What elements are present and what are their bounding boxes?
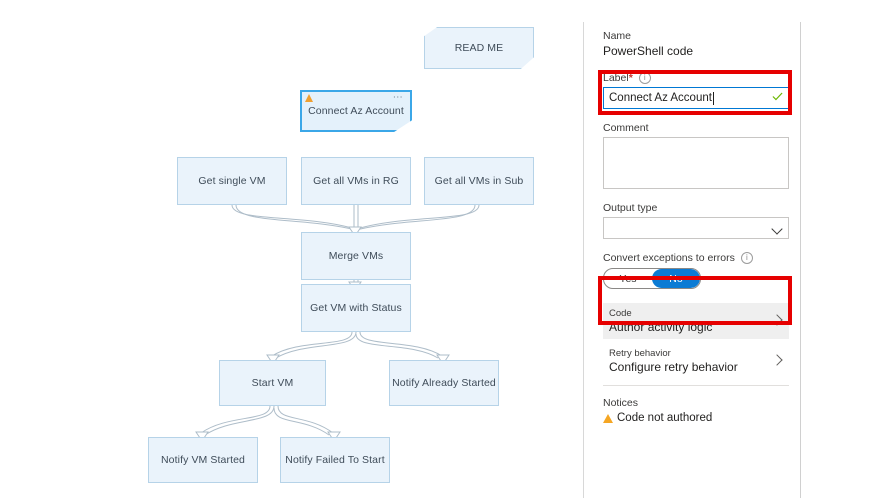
chevron-right-icon bbox=[771, 354, 783, 367]
label-input-value: Connect Az Account bbox=[609, 92, 712, 105]
valid-checkmark-icon bbox=[772, 92, 783, 101]
output-type-dropdown[interactable] bbox=[603, 217, 789, 240]
convert-exceptions-label: Convert exceptions to errors i bbox=[603, 252, 789, 265]
node-label: Get all VMs in RG bbox=[313, 174, 399, 187]
node-label: Merge VMs bbox=[328, 249, 384, 262]
label-input[interactable]: Connect Az Account bbox=[603, 87, 789, 110]
required-asterisk: * bbox=[628, 72, 633, 84]
convert-exceptions-caption: Convert exceptions to errors bbox=[603, 252, 735, 265]
text-caret bbox=[712, 91, 714, 105]
node-label: Get single VM bbox=[198, 174, 266, 187]
node-label: Notify VM Started bbox=[161, 453, 245, 466]
node-label: READ ME bbox=[454, 41, 504, 54]
panel-scrollbar[interactable] bbox=[800, 22, 801, 498]
workflow-node-notify-vm-started[interactable]: Notify VM Started bbox=[148, 437, 258, 483]
label-field-label: Label* i bbox=[603, 72, 789, 85]
label-field-caption: Label bbox=[603, 72, 629, 84]
node-more-options-icon[interactable]: ⋯ bbox=[392, 92, 404, 103]
workflow-node-read-me[interactable]: READ ME bbox=[424, 27, 534, 69]
workflow-node-get-single-vm[interactable]: Get single VM bbox=[177, 157, 287, 205]
node-label: Connect Az Account bbox=[308, 104, 404, 117]
chevron-down-icon bbox=[771, 223, 783, 235]
notice-item: Code not authored bbox=[603, 412, 789, 424]
workflow-node-merge-vms[interactable]: Merge VMs bbox=[301, 232, 411, 280]
toggle-option-yes[interactable]: Yes bbox=[619, 272, 637, 285]
connector-layer bbox=[195, 204, 480, 442]
code-caption: Code bbox=[609, 308, 632, 320]
toggle-option-no[interactable]: No bbox=[652, 269, 700, 289]
node-label: Notify Failed To Start bbox=[285, 453, 385, 466]
convert-exceptions-toggle[interactable]: Yes No bbox=[603, 268, 701, 290]
code-action-label: Author activity logic bbox=[609, 320, 713, 335]
comment-label: Comment bbox=[603, 122, 649, 135]
warning-triangle-icon bbox=[305, 94, 313, 102]
properties-panel: Name PowerShell code Label* i Connect Az… bbox=[583, 0, 886, 498]
workflow-node-get-all-vms-in-rg[interactable]: Get all VMs in RG bbox=[301, 157, 411, 205]
workflow-node-notify-already-started[interactable]: Notify Already Started bbox=[389, 360, 499, 406]
node-label: Start VM bbox=[251, 376, 294, 389]
retry-caption: Retry behavior bbox=[609, 348, 671, 360]
comment-textarea[interactable] bbox=[603, 137, 789, 190]
workflow-node-notify-failed-to-start[interactable]: Notify Failed To Start bbox=[280, 437, 390, 483]
notice-text: Code not authored bbox=[617, 412, 713, 425]
section-divider bbox=[603, 385, 789, 387]
chevron-right-icon bbox=[771, 314, 783, 327]
output-type-label: Output type bbox=[603, 202, 658, 215]
warning-triangle-icon bbox=[603, 413, 613, 423]
workflow-node-connect-az-account[interactable]: ⋯ Connect Az Account bbox=[300, 90, 412, 132]
workflow-node-get-vm-with-status[interactable]: Get VM with Status bbox=[301, 284, 411, 332]
retry-behavior-link-row[interactable]: Retry behavior Configure retry behavior bbox=[603, 343, 789, 379]
workflow-node-get-all-vms-in-sub[interactable]: Get all VMs in Sub bbox=[424, 157, 534, 205]
retry-action-label: Configure retry behavior bbox=[609, 360, 738, 375]
code-link-row[interactable]: Code Author activity logic bbox=[603, 303, 789, 340]
workflow-canvas[interactable]: READ ME ⋯ Connect Az Account Get single … bbox=[0, 0, 583, 498]
node-label: Get VM with Status bbox=[310, 301, 402, 314]
notices-label: Notices bbox=[603, 397, 639, 410]
name-label: Name bbox=[603, 30, 632, 42]
info-icon[interactable]: i bbox=[638, 72, 651, 85]
workflow-node-start-vm[interactable]: Start VM bbox=[219, 360, 326, 406]
info-icon[interactable]: i bbox=[740, 252, 753, 265]
node-label: Notify Already Started bbox=[392, 376, 496, 389]
node-label: Get all VMs in Sub bbox=[434, 174, 524, 187]
name-value: PowerShell code bbox=[603, 44, 694, 58]
panel-divider bbox=[583, 22, 584, 498]
